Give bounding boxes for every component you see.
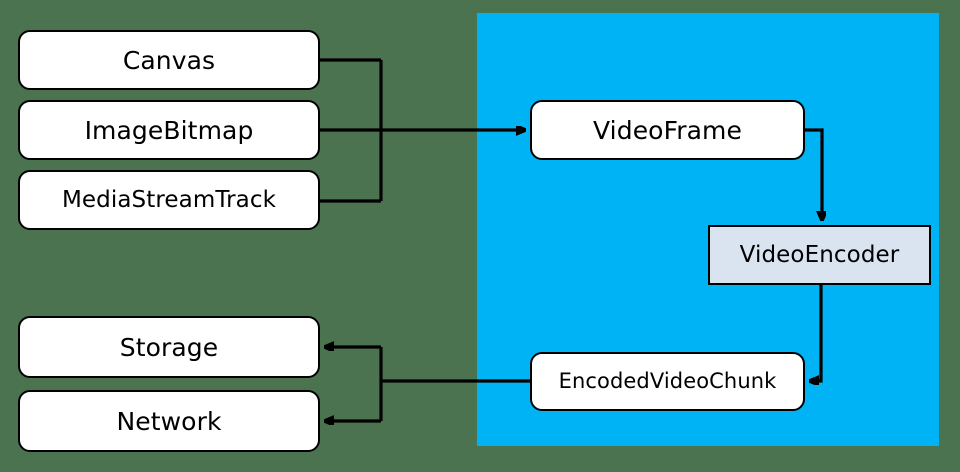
node-imagebitmap-label: ImageBitmap [84,115,254,145]
node-encodedvideochunk[interactable]: EncodedVideoChunk [530,352,805,411]
node-videoencoder[interactable]: VideoEncoder [708,225,931,285]
node-network-label: Network [116,406,222,436]
node-mediastreamtrack[interactable]: MediaStreamTrack [18,170,320,230]
node-storage[interactable]: Storage [18,316,320,378]
node-canvas[interactable]: Canvas [18,30,320,90]
node-storage-label: Storage [119,332,219,362]
node-imagebitmap[interactable]: ImageBitmap [18,100,320,160]
node-canvas-label: Canvas [122,45,216,75]
node-network[interactable]: Network [18,390,320,452]
node-encodedvideochunk-label: EncodedVideoChunk [558,369,777,393]
node-videoencoder-label: VideoEncoder [739,241,900,268]
node-mediastreamtrack-label: MediaStreamTrack [61,186,277,213]
node-videoframe-label: VideoFrame [593,115,742,145]
node-videoframe[interactable]: VideoFrame [530,100,805,160]
